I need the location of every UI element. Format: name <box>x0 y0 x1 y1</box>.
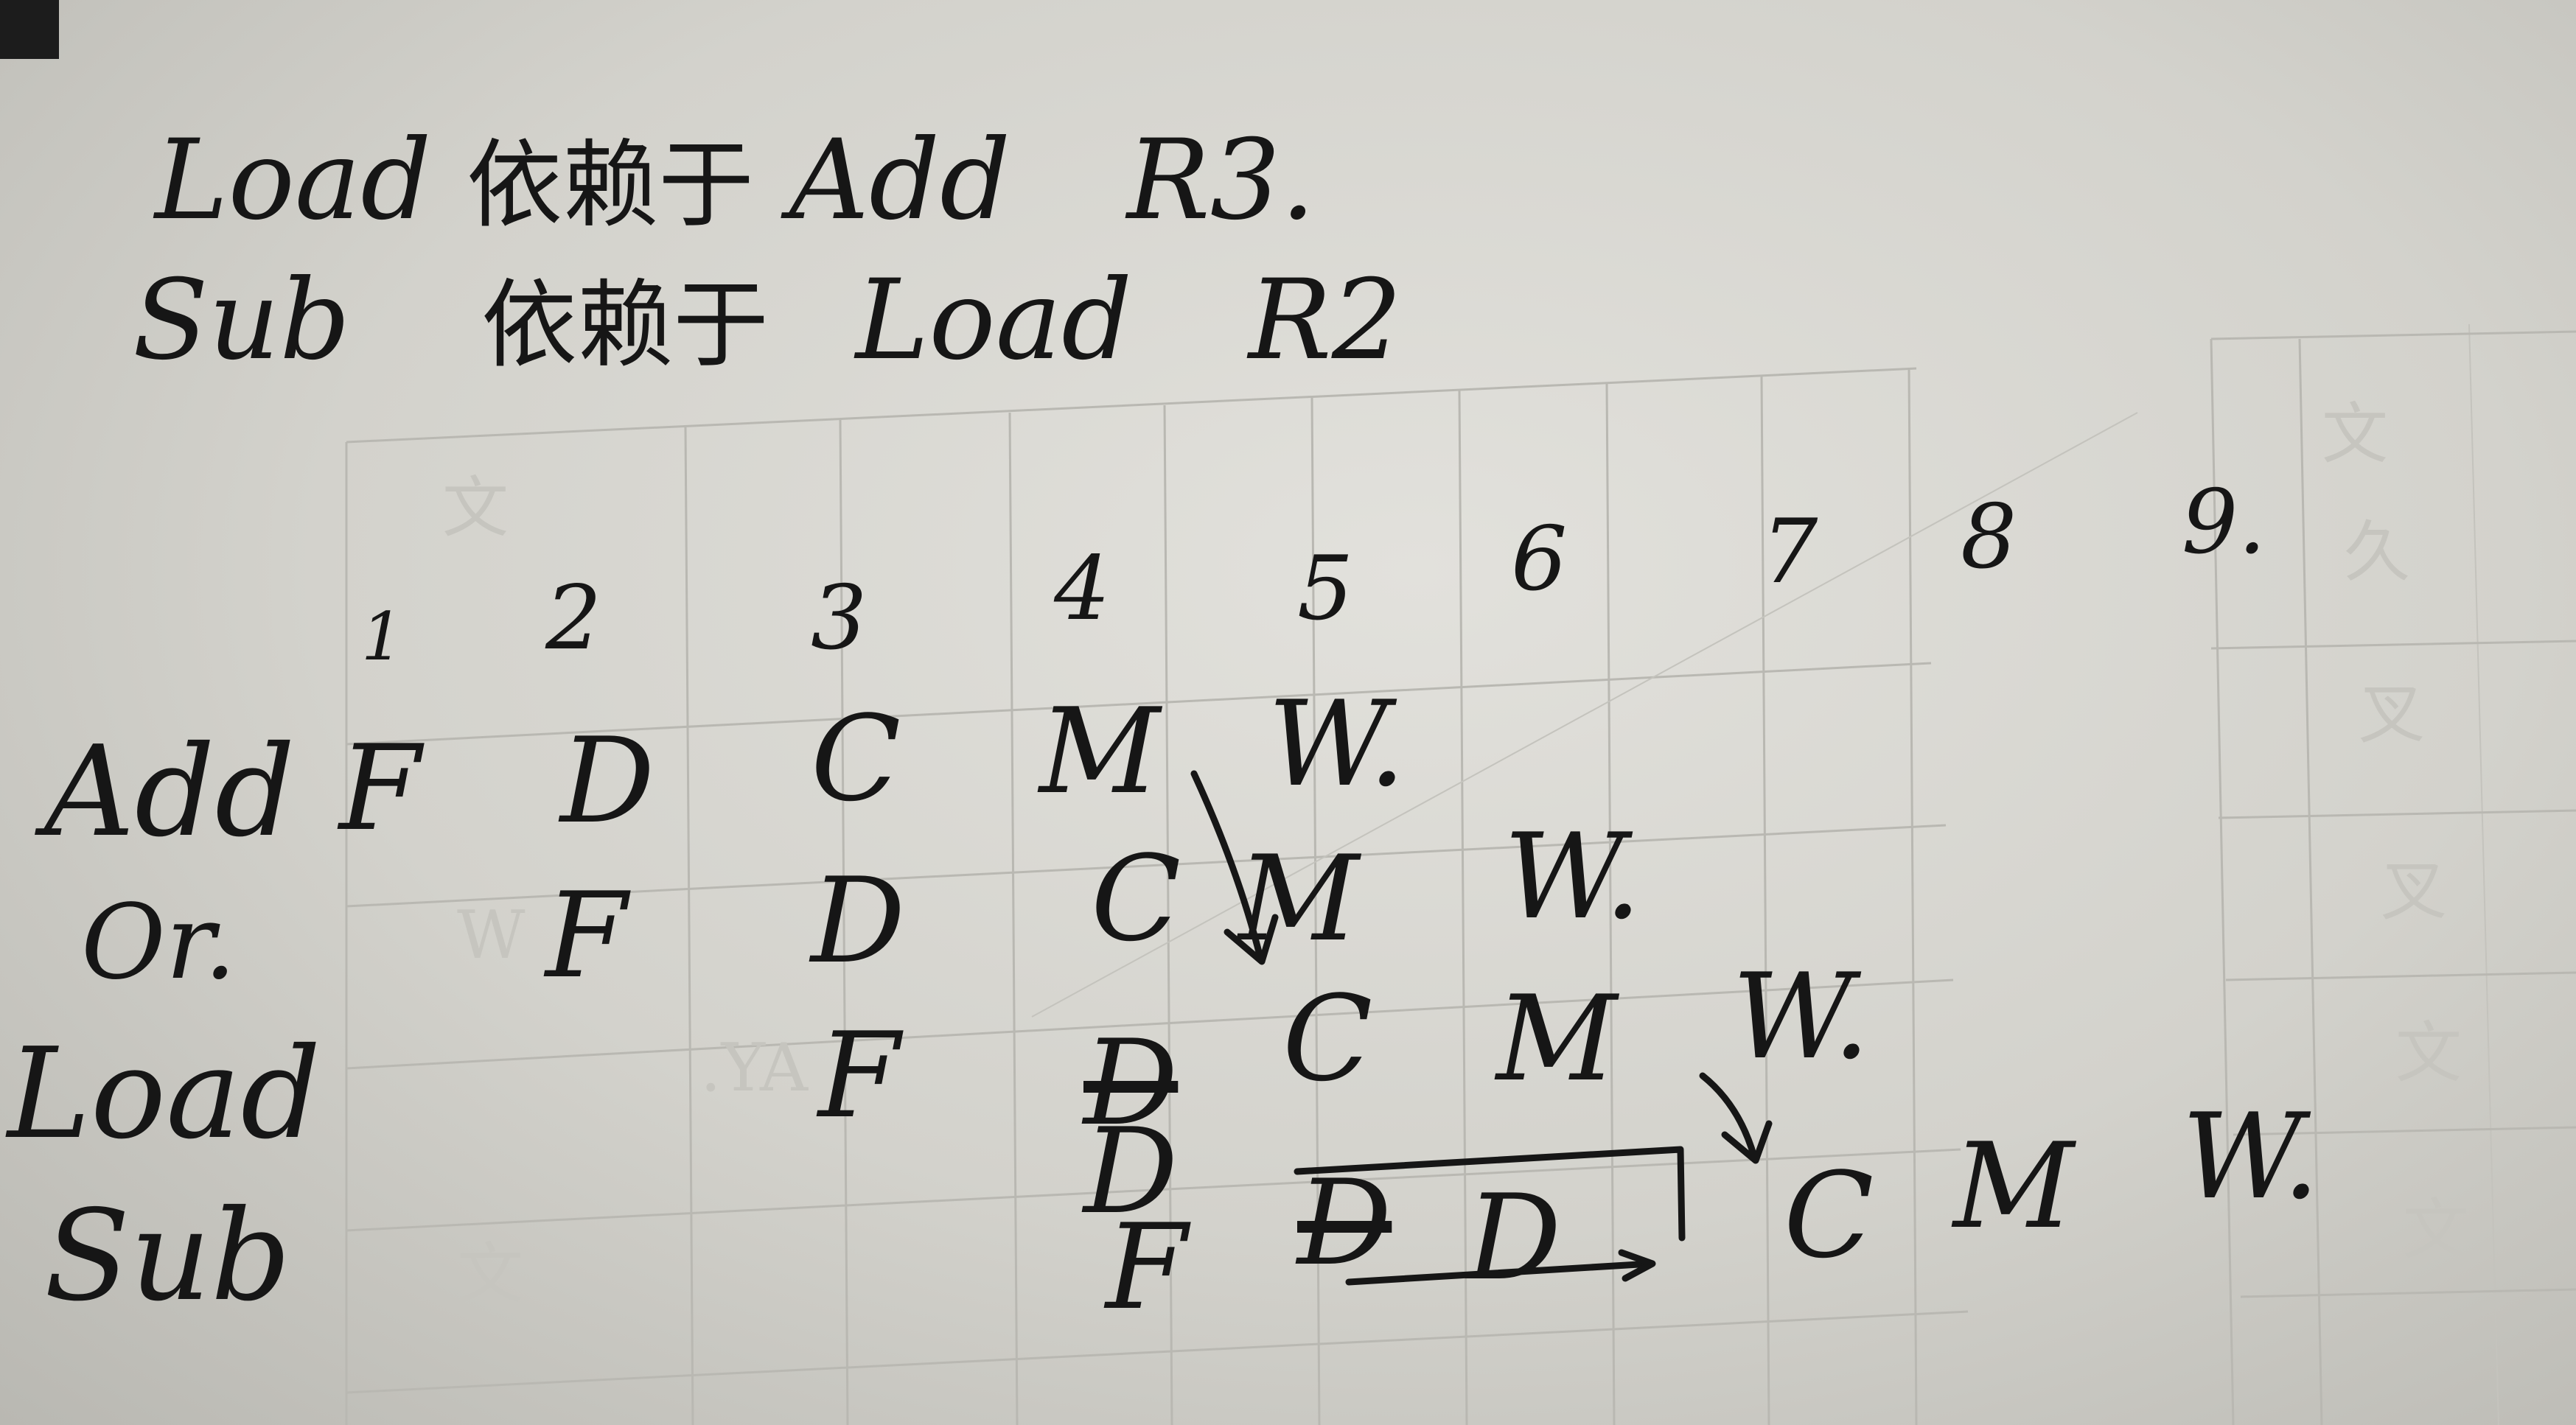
svg-text:文: 文 <box>2403 1191 2469 1269</box>
svg-text:W: W <box>457 897 526 974</box>
cycle-number: 8 <box>1961 486 2017 589</box>
svg-text:叉: 叉 <box>2359 676 2425 753</box>
cycle-number: 1 <box>361 598 404 676</box>
svg-text:文: 文 <box>2322 396 2388 473</box>
note-line-1: Load 依赖于 Add R3. <box>155 125 1316 236</box>
dark-corner <box>0 0 59 59</box>
stage-fetch: F <box>1106 1198 1188 1336</box>
svg-text:文: 文 <box>457 1236 523 1313</box>
stage-decode-stalled: D <box>1083 1014 1179 1152</box>
stage-memory: M <box>1039 682 1160 820</box>
stage-writeback: W. <box>1732 948 1871 1085</box>
stage-memory: M <box>1953 1117 2074 1255</box>
grid-horizontals <box>346 330 2576 1394</box>
note-subject: Load <box>155 116 432 245</box>
stage-fetch: F <box>339 719 422 857</box>
svg-text:叉: 叉 <box>2381 852 2447 930</box>
cycle-number: 5 <box>1297 538 1354 640</box>
cycle-number: 7 <box>1762 501 1818 603</box>
stall-underline-arrow-head <box>1618 1249 1656 1282</box>
note-line-2: Sub 依赖于 Load R2 <box>133 265 1402 376</box>
cycle-number: 9. <box>2182 472 2266 574</box>
stage-compute: C <box>1282 970 1373 1107</box>
bleed-through-marks: 文 W .YA 文 久 叉 叉 文 文 文 <box>442 396 2469 1313</box>
forward-arrow-add-to-load <box>1190 770 1264 962</box>
stage-compute: C <box>811 690 901 827</box>
stall-underline-arrow <box>1345 1260 1655 1286</box>
note-register: R2 <box>1248 256 1403 385</box>
svg-text:久: 久 <box>2344 514 2410 591</box>
svg-text:文: 文 <box>442 469 509 547</box>
cycle-number: 4 <box>1054 538 1111 640</box>
stage-fetch: F <box>545 866 628 1004</box>
note-subject: Sub <box>133 256 351 385</box>
cycle-number: 2 <box>545 567 602 670</box>
stage-decode: D <box>811 852 906 990</box>
cycle-number: 6 <box>1511 508 1568 611</box>
forward-arrow-load-to-sub-head <box>1721 1120 1773 1164</box>
stage-compute: C <box>1784 1146 1874 1284</box>
stage-writeback: W. <box>1268 675 1406 813</box>
stage-writeback: W. <box>2182 1088 2320 1225</box>
note-dependency: 依赖于 <box>467 129 755 241</box>
note-target: Add <box>789 116 1011 245</box>
svg-text:文: 文 <box>2395 1015 2462 1092</box>
instruction-label: Or. <box>81 883 237 1003</box>
grid-verticals <box>345 323 2499 1425</box>
stall-box <box>1294 1146 1686 1242</box>
stage-compute: C <box>1091 830 1181 967</box>
cycle-number: 3 <box>811 567 868 670</box>
svg-text:.YA: .YA <box>700 1029 809 1107</box>
note-register: R3. <box>1126 116 1316 245</box>
instruction-label: Sub <box>44 1183 291 1329</box>
stage-decode: D <box>560 712 655 850</box>
instruction-label: Add <box>44 719 296 865</box>
note-dependency: 依赖于 <box>481 269 769 381</box>
forward-arrow-load-to-sub <box>1699 1072 1758 1160</box>
stage-decode-stalled: D <box>1297 1154 1392 1292</box>
stage-decode: D <box>1083 1102 1179 1240</box>
forward-arrow-add-to-load-head <box>1224 914 1279 965</box>
stage-fetch: F <box>818 1006 901 1144</box>
instruction-label: Load <box>7 1021 321 1167</box>
stage-memory: M <box>1496 970 1617 1107</box>
stage-writeback: W. <box>1504 808 1642 945</box>
note-target: Load <box>855 256 1133 385</box>
